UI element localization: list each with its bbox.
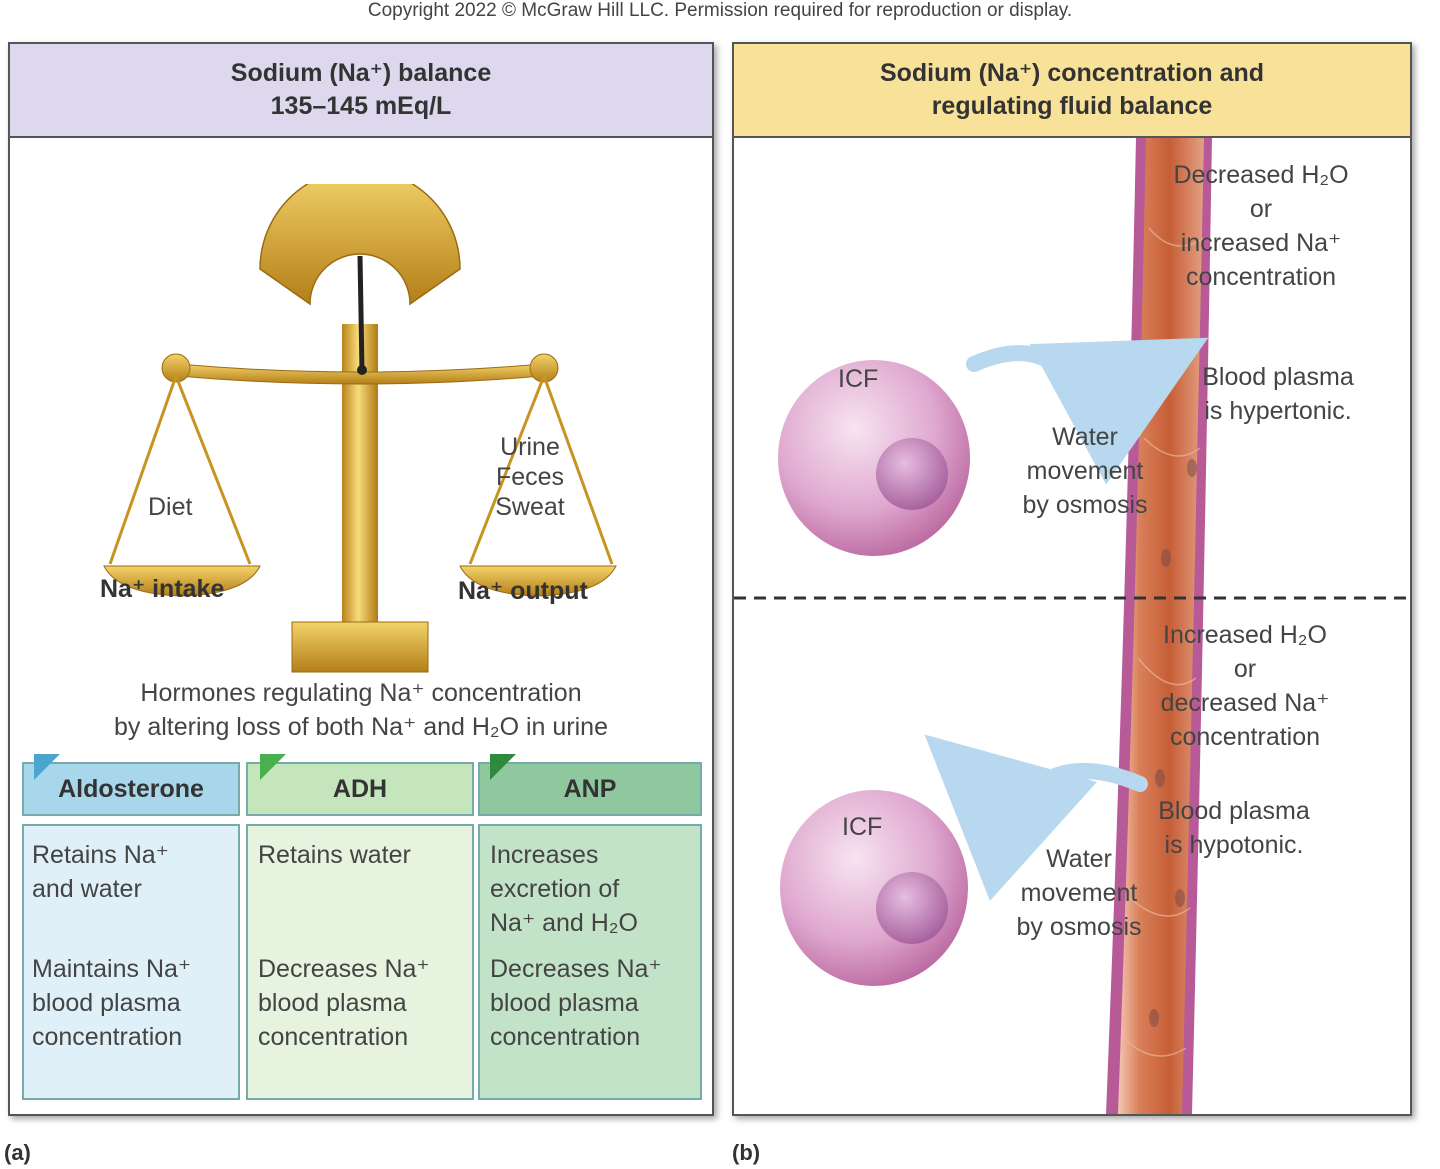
right-pan-labels: Urine Feces Sweat — [480, 430, 580, 524]
right-pan-label-urine: Urine — [500, 433, 560, 461]
bottom-condition-label: Increased H₂O or decreased Na⁺ concentra… — [1130, 618, 1360, 754]
right-pan — [459, 565, 617, 597]
adh-effect2: Decreases Na⁺ blood plasma concentration — [258, 952, 430, 1054]
top-cell-nucleus — [876, 438, 948, 510]
aldosterone-effect2-line2: blood plasma — [32, 989, 181, 1017]
hormone-name-aldosterone: Aldosterone — [58, 774, 204, 803]
bottom-plasma-line1: Blood plasma — [1158, 797, 1310, 825]
scale-base — [291, 621, 429, 673]
left-pan — [103, 565, 261, 597]
adh-marker-icon — [260, 754, 286, 780]
anp-effect2: Decreases Na⁺ blood plasma concentration — [490, 952, 662, 1054]
hormone-details-adh — [246, 824, 474, 1100]
top-icf-label: ICF — [838, 365, 879, 393]
top-condition-line3: increased Na⁺ — [1180, 229, 1342, 257]
bottom-movement-line1: Water — [1046, 845, 1112, 873]
bottom-movement-label: Water movement by osmosis — [994, 842, 1164, 944]
top-movement-line2: movement — [1026, 457, 1144, 485]
panel-a: Sodium (Na⁺) balance 135–145 mEq/L — [8, 42, 714, 1116]
right-pan-label-feces: Feces — [495, 463, 565, 491]
top-water-arrow — [966, 337, 1209, 485]
bottom-icf-label: ICF — [842, 813, 883, 841]
aldosterone-effect1: Retains Na⁺ and water — [32, 838, 169, 906]
bottom-plasma-line2: is hypotonic. — [1164, 831, 1304, 859]
blood-vessel-illustration — [734, 138, 1410, 1114]
anp-effect1-line1: Increases — [490, 841, 599, 869]
top-condition-line2: or — [1249, 195, 1273, 223]
aldosterone-effect1-line2: and water — [32, 875, 142, 903]
hormones-caption-line2: by altering loss of both Na⁺ and H₂O in … — [114, 713, 608, 741]
anp-effect2-line3: concentration — [490, 1023, 641, 1051]
bottom-movement-line3: by osmosis — [1016, 913, 1142, 941]
top-condition-label: Decreased H₂O or increased Na⁺ concentra… — [1146, 158, 1376, 294]
anp-effect2-line2: blood plasma — [490, 989, 639, 1017]
left-pan-label: Diet — [148, 493, 193, 521]
panel-b-title-line2: regulating fluid balance — [931, 92, 1213, 120]
adh-effect2-line1: Decreases Na⁺ — [258, 955, 430, 983]
hormone-name-adh: ADH — [332, 774, 388, 803]
anp-marker-icon — [490, 754, 516, 780]
adh-effect2-line3: concentration — [258, 1023, 409, 1051]
hormones-caption: Hormones regulating Na⁺ concentration by… — [10, 676, 712, 744]
copyright-notice: Copyright 2022 © McGraw Hill LLC. Permis… — [367, 0, 1073, 21]
bottom-condition-line4: concentration — [1169, 723, 1321, 751]
anp-effect1-line3: Na⁺ and H₂O — [490, 909, 638, 937]
top-movement-line1: Water — [1052, 423, 1118, 451]
panel-b-caption: (b) — [732, 1140, 761, 1165]
aldosterone-marker-icon — [34, 754, 60, 780]
bottom-movement-line2: movement — [1020, 879, 1138, 907]
beam-end-left — [161, 353, 191, 383]
hormone-name-anp: ANP — [563, 774, 617, 803]
beam-end-right — [529, 353, 559, 383]
panel-a-title-line1: Sodium (Na⁺) balance — [230, 59, 492, 87]
scale-needle — [357, 255, 365, 371]
top-condition-line1: Decreased H₂O — [1173, 161, 1349, 189]
bottom-condition-line3: decreased Na⁺ — [1160, 689, 1330, 717]
top-plasma-line2: is hypertonic. — [1204, 397, 1352, 425]
panel-a-title-line2: 135–145 mEq/L — [270, 92, 452, 120]
panel-a-header: Sodium (Na⁺) balance 135–145 mEq/L — [10, 44, 712, 138]
top-plasma-line1: Blood plasma — [1202, 363, 1354, 391]
panel-b-header: Sodium (Na⁺) concentration and regulatin… — [734, 44, 1410, 138]
scale-dial — [259, 184, 461, 306]
bottom-condition-line2: or — [1233, 655, 1257, 683]
anp-effect1-line2: excretion of — [490, 875, 620, 903]
aldosterone-effect2: Maintains Na⁺ blood plasma concentration — [32, 952, 191, 1054]
top-movement-line3: by osmosis — [1022, 491, 1148, 519]
hormones-caption-line1: Hormones regulating Na⁺ concentration — [140, 679, 582, 707]
intake-label: Na⁺ intake — [100, 575, 225, 603]
aldosterone-effect2-line3: concentration — [32, 1023, 183, 1051]
bottom-water-arrow — [924, 734, 1148, 901]
adh-effect1: Retains water — [258, 838, 411, 872]
adh-effect1-line1: Retains water — [258, 841, 411, 869]
aldosterone-effect1-line1: Retains Na⁺ — [32, 841, 169, 869]
adh-effect2-line2: blood plasma — [258, 989, 407, 1017]
anp-effect1: Increases excretion of Na⁺ and H₂O — [490, 838, 638, 940]
right-pan-label-sweat: Sweat — [495, 493, 565, 521]
aldosterone-effect2-line1: Maintains Na⁺ — [32, 955, 192, 983]
balance-scale-illustration — [103, 184, 617, 673]
bottom-plasma-label: Blood plasma is hypotonic. — [1134, 794, 1334, 862]
top-movement-label: Water movement by osmosis — [1000, 420, 1170, 522]
top-plasma-label: Blood plasma is hypertonic. — [1178, 360, 1378, 428]
panel-a-caption: (a) — [4, 1140, 31, 1165]
anp-effect2-line1: Decreases Na⁺ — [490, 955, 662, 983]
panel-b-title-line1: Sodium (Na⁺) concentration and — [879, 59, 1265, 87]
output-label: Na⁺ output — [458, 577, 588, 605]
bottom-condition-line1: Increased H₂O — [1163, 621, 1327, 649]
panel-b: Sodium (Na⁺) concentration and regulatin… — [732, 42, 1412, 1116]
hormone-details-aldosterone — [22, 824, 240, 1100]
bottom-cell-nucleus — [876, 872, 948, 944]
top-condition-line4: concentration — [1185, 263, 1337, 291]
hormone-details-anp — [478, 824, 702, 1100]
